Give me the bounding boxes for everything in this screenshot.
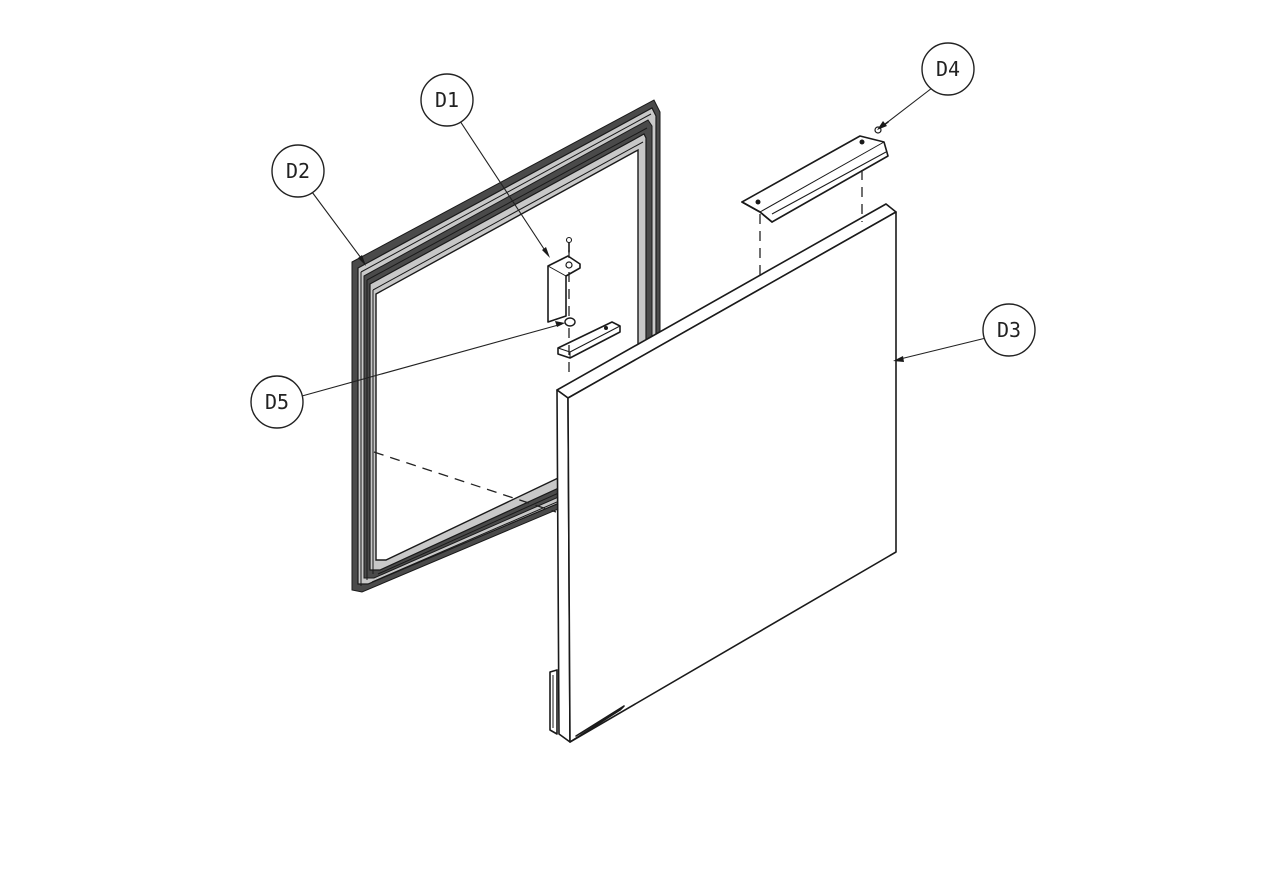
lower-bracket-d5	[557, 317, 621, 359]
leader-lines	[301, 87, 987, 397]
assembly-dashed-lines	[373, 170, 863, 513]
callout-d5: D5	[250, 375, 304, 429]
callout-d3: D3	[982, 303, 1036, 357]
top-bracket-d4	[741, 121, 889, 223]
callout-label-d3: D3	[997, 318, 1021, 342]
door-panel-d3	[549, 203, 897, 743]
callout-label-d1: D1	[435, 88, 459, 112]
callout-label-d2: D2	[286, 159, 310, 183]
callout-d2: D2	[271, 144, 325, 198]
callout-label-d5: D5	[265, 390, 289, 414]
callout-label-d4: D4	[936, 57, 960, 81]
callout-d4: D4	[921, 42, 975, 96]
hinge-plate-d1	[547, 236, 581, 323]
callout-d1: D1	[420, 73, 474, 127]
